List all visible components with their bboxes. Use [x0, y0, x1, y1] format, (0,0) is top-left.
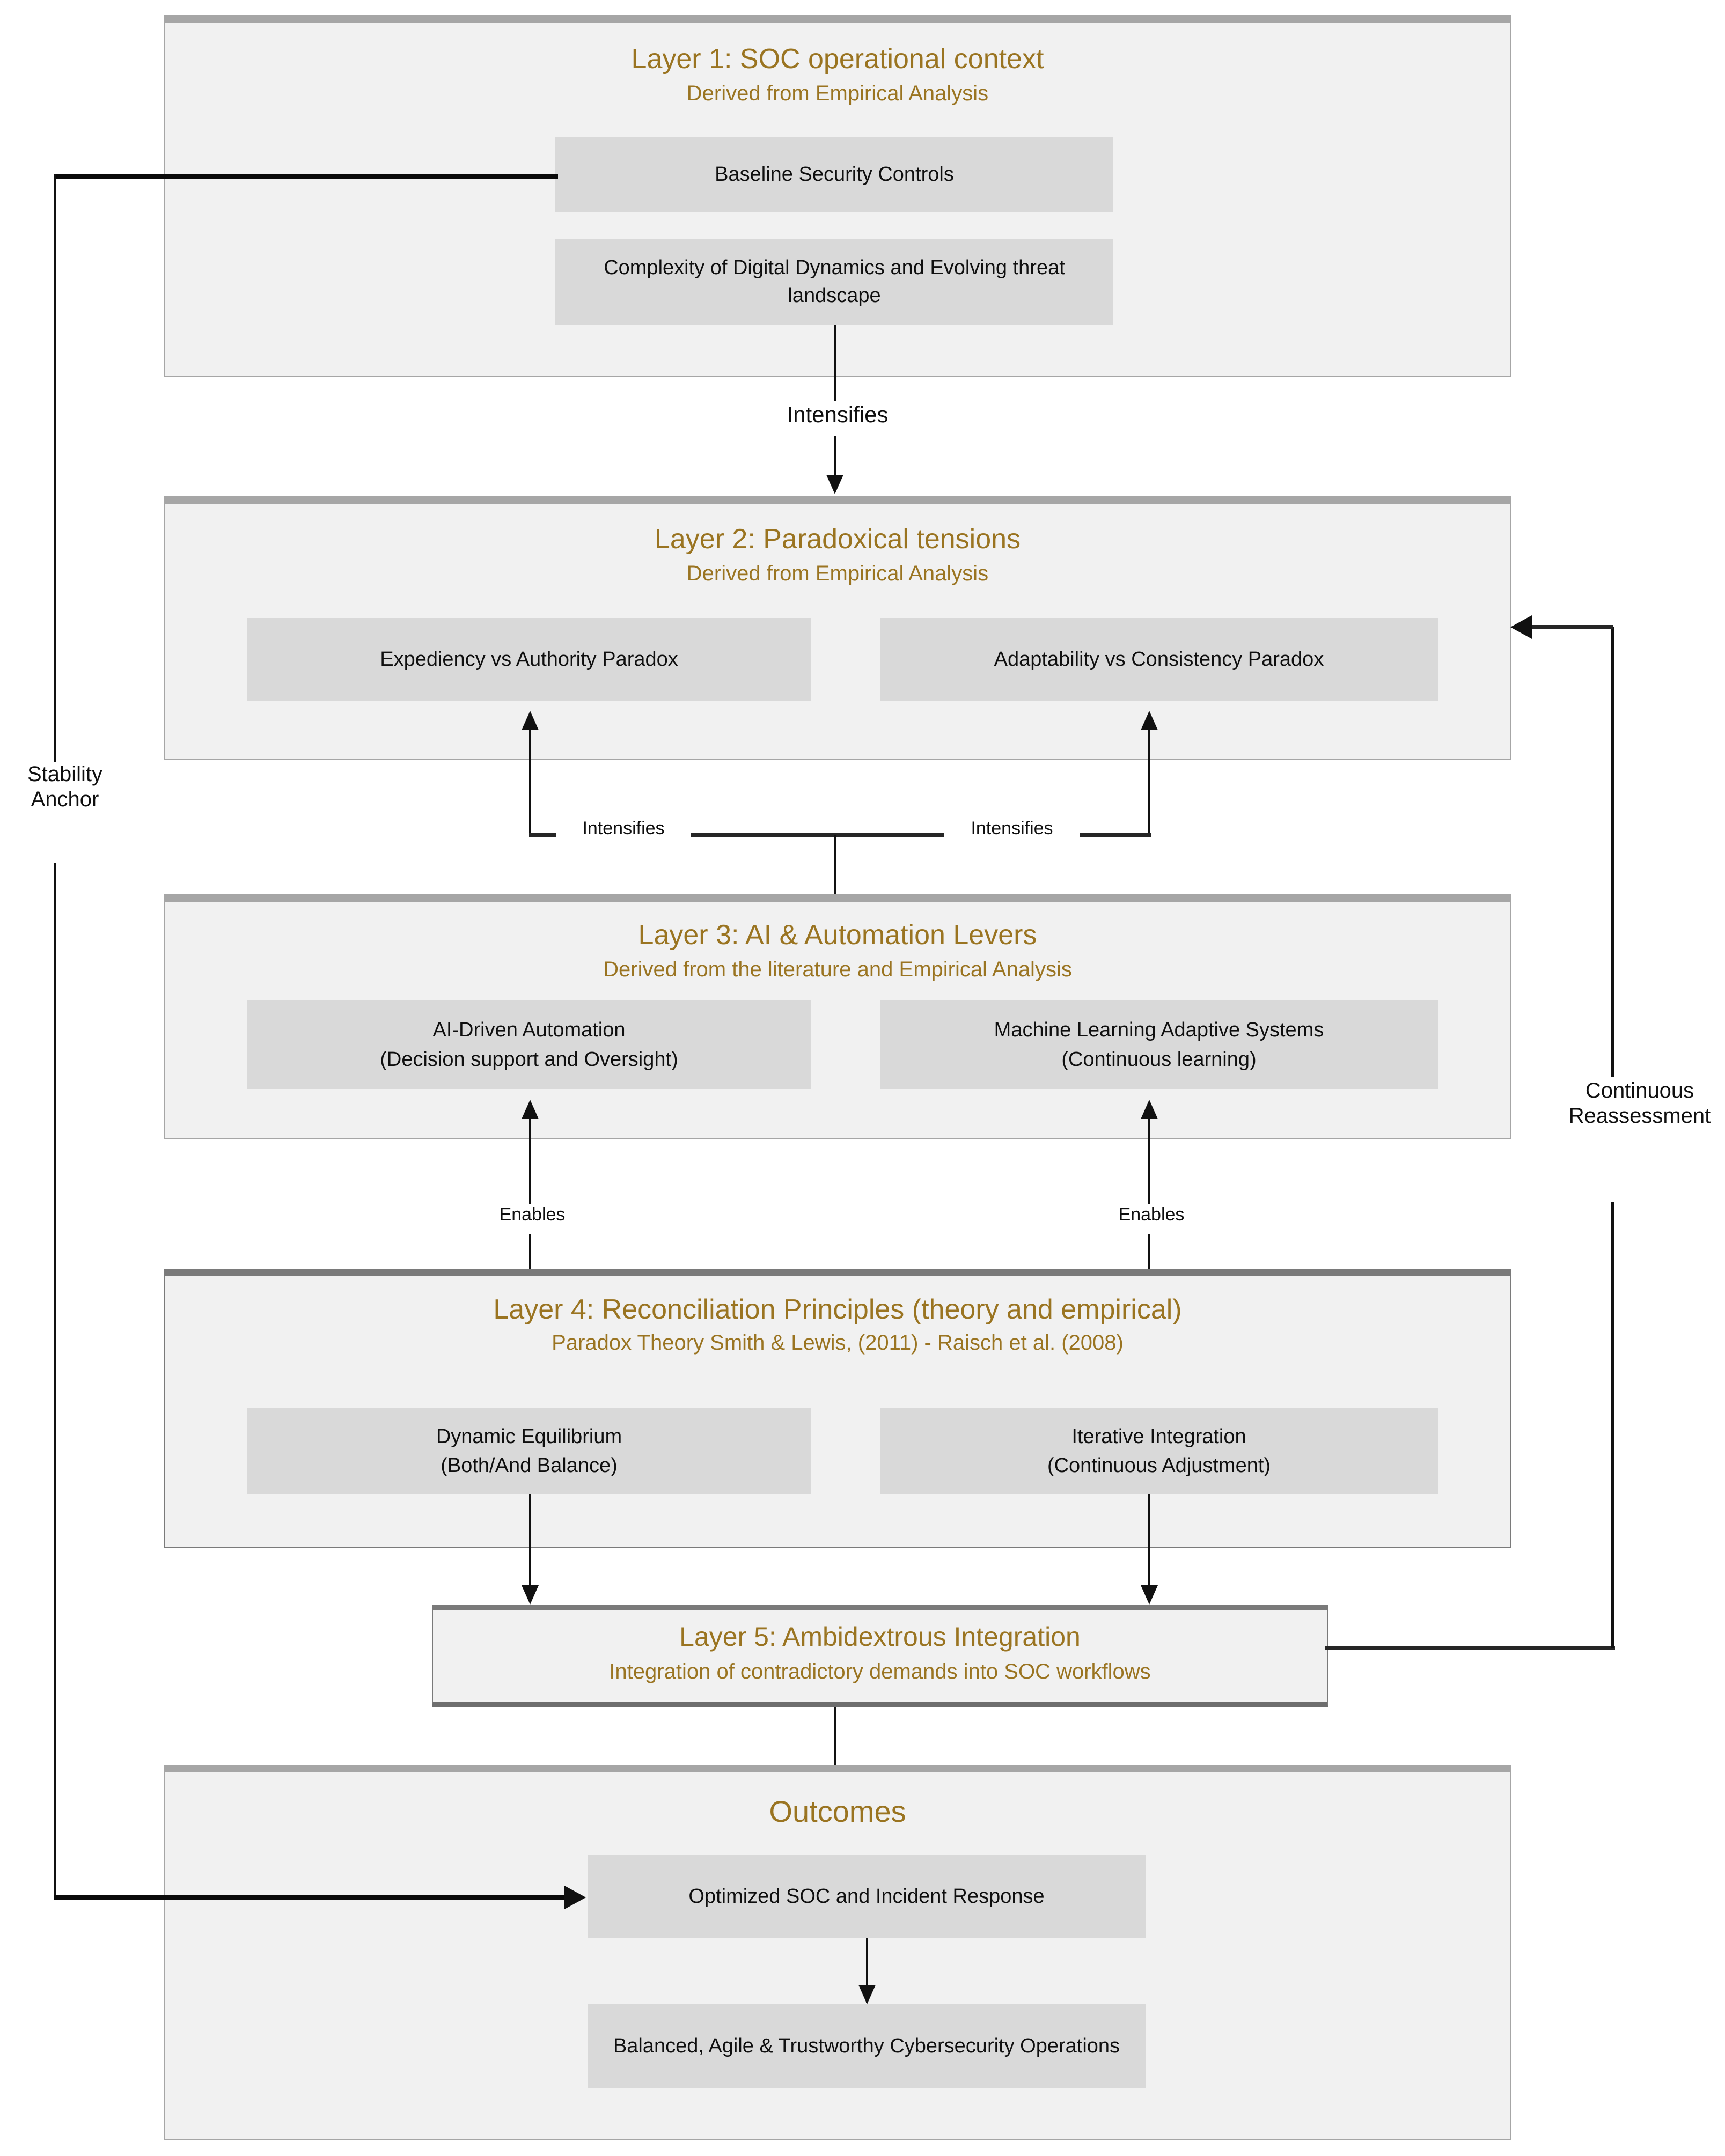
- edge-label-continuous-reassessment-line2: Reassessment: [1568, 1104, 1711, 1128]
- layer-5-title: Layer 5: Ambidextrous Integration: [679, 1622, 1081, 1652]
- layer-3-subtitle: Derived from the literature and Empirica…: [603, 958, 1072, 981]
- arrow-l3-to-l2-left: [522, 711, 539, 730]
- edge-label-continuous-reassessment-line1: Continuous: [1585, 1079, 1694, 1102]
- arrow-l1-to-l2: [826, 475, 843, 494]
- connector-reassessment-vertical-lower: [1611, 1202, 1614, 1648]
- connector-enables-left-vline: [529, 1117, 531, 1219]
- node-ml-adaptive-systems-sublabel: (Continuous learning): [1061, 1048, 1257, 1071]
- connector-enables-right-vline: [1148, 1117, 1150, 1219]
- node-adaptability-vs-consistency[interactable]: Adaptability vs Consistency Paradox: [880, 618, 1438, 701]
- arrow-reassessment-into-l2: [1510, 615, 1532, 639]
- arrow-stability-into-optimized-soc: [564, 1886, 586, 1909]
- node-dynamic-equilibrium[interactable]: Dynamic Equilibrium (Both/And Balance): [247, 1408, 811, 1494]
- edge-label-continuous-reassessment: Continuous Reassessment: [1548, 1078, 1725, 1129]
- layer-1-title: Layer 1: SOC operational context: [631, 43, 1044, 75]
- node-ai-driven-automation-label: AI-Driven Automation: [432, 1019, 626, 1042]
- layer-1-subtitle: Derived from Empirical Analysis: [686, 82, 989, 105]
- node-complexity-digital-dynamics[interactable]: Complexity of Digital Dynamics and Evolv…: [555, 239, 1113, 325]
- connector-optimized-to-balanced: [866, 1938, 868, 2003]
- node-balanced-agile-label: Balanced, Agile & Trustworthy Cybersecur…: [613, 2034, 1120, 2057]
- arrow-optimized-to-balanced: [858, 1985, 876, 2004]
- node-dynamic-equilibrium-sublabel: (Both/And Balance): [441, 1454, 618, 1477]
- arrow-l4-to-l5-left: [522, 1585, 539, 1605]
- connector-l1-to-l2-line: [834, 325, 836, 402]
- layer-4-subtitle: Paradox Theory Smith & Lewis, (2011) - R…: [552, 1331, 1124, 1355]
- connector-reassessment-top-horizontal: [1532, 625, 1613, 629]
- arrow-l4-to-l5-right: [1141, 1585, 1158, 1605]
- node-adaptability-vs-consistency-label: Adaptability vs Consistency Paradox: [994, 648, 1324, 671]
- edge-label-intensifies-l3-left: Intensifies: [556, 818, 691, 840]
- connector-stability-vertical-upper: [54, 174, 56, 764]
- node-optimized-soc-label: Optimized SOC and Incident Response: [688, 1885, 1045, 1908]
- node-iterative-integration[interactable]: Iterative Integration (Continuous Adjust…: [880, 1408, 1438, 1494]
- layer-2-title: Layer 2: Paradoxical tensions: [654, 524, 1021, 555]
- edge-label-intensifies-l1-l2: Intensifies: [751, 401, 924, 428]
- connector-reassessment-bottom-horizontal: [1325, 1646, 1615, 1650]
- node-machine-learning-adaptive-systems[interactable]: Machine Learning Adaptive Systems (Conti…: [880, 1000, 1438, 1089]
- connector-stability-top-horizontal: [54, 174, 558, 179]
- connector-l3-trunk-vline: [834, 835, 836, 896]
- arrow-l4-to-l3-left: [522, 1100, 539, 1119]
- edge-label-stability-anchor-line2: Anchor: [31, 788, 99, 812]
- node-ml-adaptive-systems-label: Machine Learning Adaptive Systems: [994, 1019, 1324, 1042]
- outcomes-title: Outcomes: [769, 1794, 906, 1828]
- arrow-l4-to-l3-right: [1141, 1100, 1158, 1119]
- connector-reassessment-vertical-upper: [1611, 627, 1614, 1077]
- node-baseline-security-controls-label: Baseline Security Controls: [715, 163, 954, 186]
- layer-5-box[interactable]: Layer 5: Ambidextrous Integration Integr…: [432, 1605, 1328, 1707]
- node-dynamic-equilibrium-label: Dynamic Equilibrium: [436, 1425, 622, 1448]
- node-baseline-security-controls[interactable]: Baseline Security Controls: [555, 137, 1113, 212]
- connector-stability-bottom-horizontal: [54, 1895, 566, 1900]
- node-optimized-soc-incident-response[interactable]: Optimized SOC and Incident Response: [588, 1855, 1146, 1938]
- connector-l3-to-l2-right-vline: [1148, 729, 1150, 836]
- node-expediency-vs-authority-label: Expediency vs Authority Paradox: [380, 648, 678, 671]
- node-complexity-digital-dynamics-label: Complexity of Digital Dynamics and Evolv…: [604, 256, 1065, 307]
- connector-l4-to-l5-right: [1148, 1494, 1150, 1588]
- node-balanced-agile-trustworthy[interactable]: Balanced, Agile & Trustworthy Cybersecur…: [588, 2004, 1146, 2088]
- connector-intensifies-horizontal-bar: [529, 833, 1151, 837]
- node-ai-driven-automation[interactable]: AI-Driven Automation (Decision support a…: [247, 1000, 811, 1089]
- edge-label-stability-anchor-line1: Stability: [27, 762, 103, 786]
- connector-l4-to-l5-left: [529, 1494, 531, 1588]
- arrow-l3-to-l2-right: [1141, 711, 1158, 730]
- node-expediency-vs-authority[interactable]: Expediency vs Authority Paradox: [247, 618, 811, 701]
- layer-2-subtitle: Derived from Empirical Analysis: [686, 562, 989, 585]
- edge-label-enables-left: Enables: [465, 1204, 600, 1226]
- layer-4-title: Layer 4: Reconciliation Principles (theo…: [493, 1294, 1182, 1325]
- connector-l3-to-l2-left-vline: [529, 729, 531, 836]
- connector-stability-vertical-lower: [54, 863, 56, 1897]
- edge-label-enables-right: Enables: [1084, 1204, 1219, 1226]
- layer-3-title: Layer 3: AI & Automation Levers: [638, 919, 1037, 951]
- edge-label-intensifies-l3-right: Intensifies: [944, 818, 1080, 840]
- edge-label-stability-anchor: Stability Anchor: [0, 762, 130, 813]
- layer-5-subtitle: Integration of contradictory demands int…: [609, 1660, 1151, 1683]
- node-iterative-integration-label: Iterative Integration: [1071, 1425, 1246, 1448]
- node-iterative-integration-sublabel: (Continuous Adjustment): [1047, 1454, 1271, 1477]
- connector-l1-to-l2-line-lower: [834, 436, 836, 476]
- node-ai-driven-automation-sublabel: (Decision support and Oversight): [380, 1048, 678, 1071]
